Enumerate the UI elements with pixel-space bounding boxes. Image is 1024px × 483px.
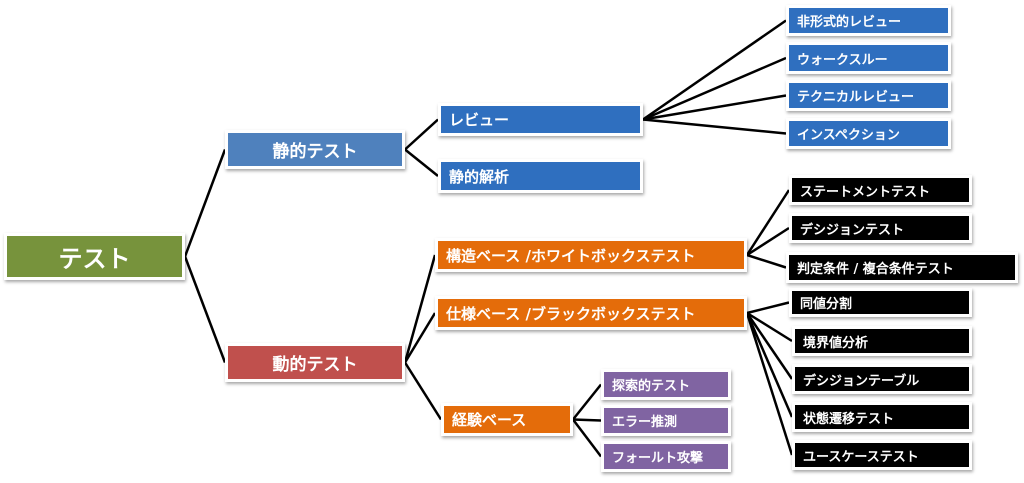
link-node-experience-based-node-fault-attack [572, 418, 602, 458]
node-informal-review[interactable]: 非形式的レビュー [786, 5, 951, 36]
link-node-structure-based-node-statement-test [745, 189, 791, 256]
node-static-analysis[interactable]: 静的解析 [438, 159, 643, 193]
link-node-review-node-informal-review [642, 19, 787, 121]
link-node-dynamic-test-node-spec-based [403, 312, 437, 364]
node-walkthrough[interactable]: ウォークスルー [786, 42, 951, 74]
link-node-static-test-node-static-analysis [404, 148, 439, 177]
node-inspection[interactable]: インスペクション [786, 118, 951, 149]
link-node-review-node-technical-review [642, 94, 787, 121]
node-state-transition-test[interactable]: 状態遷移テスト [792, 402, 972, 432]
link-node-structure-based-node-decision-test [746, 226, 790, 257]
link-node-dynamic-test-node-structure-based [403, 254, 437, 363]
node-condition-test[interactable]: 判定条件 / 複合条件テスト [786, 252, 1018, 283]
node-statement-test[interactable]: ステートメントテスト [789, 175, 972, 205]
link-node-review-node-walkthrough [642, 56, 787, 121]
node-structure-based[interactable]: 構造ベース /ホワイトボックステスト [435, 238, 747, 272]
node-review[interactable]: レビュー [438, 103, 643, 136]
link-node-test-node-static-test [183, 149, 227, 257]
node-exploratory-test[interactable]: 探索的テスト [601, 369, 731, 400]
node-equivalence-partitioning[interactable]: 同値分割 [789, 288, 972, 317]
link-node-structure-based-node-condition-test [746, 253, 787, 269]
node-test[interactable]: テスト [4, 233, 185, 280]
link-node-experience-based-node-exploratory-test [572, 383, 602, 421]
node-decision-table[interactable]: デシジョンテーブル [792, 364, 972, 394]
node-static-test[interactable]: 静的テスト [225, 130, 405, 169]
link-node-experience-based-node-error-guessing [572, 418, 602, 422]
link-node-spec-based-node-equivalence-partitioning [746, 301, 790, 315]
node-error-guessing[interactable]: エラー推測 [601, 405, 731, 436]
node-use-case-test[interactable]: ユースケーステスト [792, 440, 972, 470]
node-fault-attack[interactable]: フォールト攻撃 [601, 441, 731, 472]
link-node-spec-based-node-use-case-test [745, 312, 794, 456]
node-technical-review[interactable]: テクニカルレビュー [786, 80, 951, 111]
link-node-review-node-inspection [642, 118, 787, 135]
node-decision-test[interactable]: デシジョンテスト [789, 213, 972, 243]
link-node-dynamic-test-node-experience-based [403, 361, 443, 421]
link-node-test-node-dynamic-test [183, 256, 227, 363]
node-spec-based[interactable]: 仕様ベース /ブラックボックステスト [435, 296, 747, 330]
link-node-static-test-node-review [404, 118, 439, 151]
link-node-spec-based-node-boundary-value-analysis [746, 311, 793, 343]
node-dynamic-test[interactable]: 動的テスト [225, 343, 405, 382]
node-experience-based[interactable]: 経験ベース [441, 403, 573, 436]
node-boundary-value-analysis[interactable]: 境界値分析 [792, 326, 972, 356]
link-node-spec-based-node-state-transition-test [745, 312, 794, 418]
link-node-spec-based-node-decision-table [745, 312, 794, 380]
